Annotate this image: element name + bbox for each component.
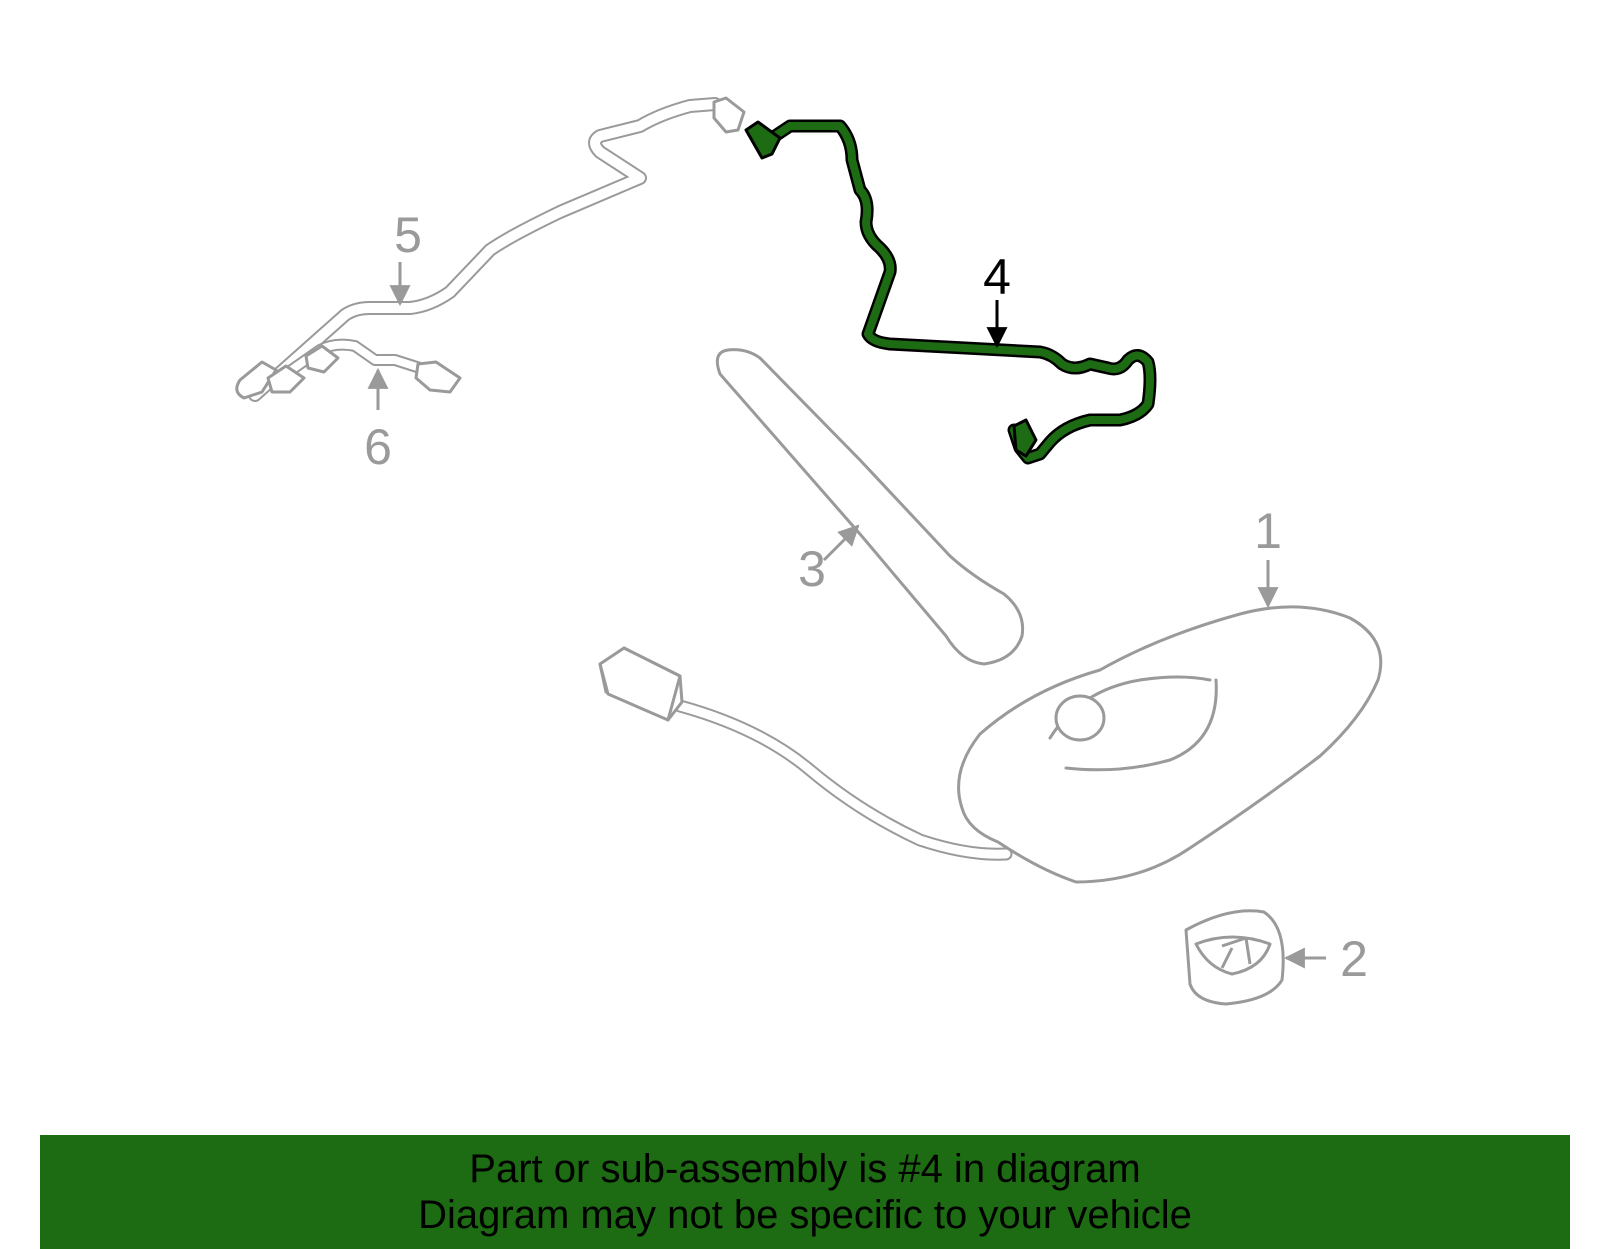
banner-background [40,1135,1570,1249]
callout-5: 5 [394,207,422,263]
wiring-harness-part-6[interactable] [266,338,462,394]
leader-arrow-part-3 [822,524,860,562]
callout-3: 3 [798,541,826,597]
info-banner: Part or sub-assembly is #4 in diagram Di… [40,1135,1570,1249]
wiring-harness-part-4[interactable] [744,119,1157,465]
wiring-harness-part-5[interactable] [235,96,746,402]
bracket-part-3[interactable] [715,348,1025,666]
callout-6: 6 [364,419,392,475]
module-part-1[interactable] [598,605,1383,884]
banner-line-part-info: Part or sub-assembly is #4 in diagram [469,1147,1141,1191]
callout-4: 4 [983,249,1011,305]
callout-1: 1 [1254,503,1282,559]
grommet-part-2[interactable] [1184,909,1285,1006]
banner-line-disclaimer: Diagram may not be specific to your vehi… [418,1193,1192,1237]
callout-2: 2 [1340,931,1368,987]
